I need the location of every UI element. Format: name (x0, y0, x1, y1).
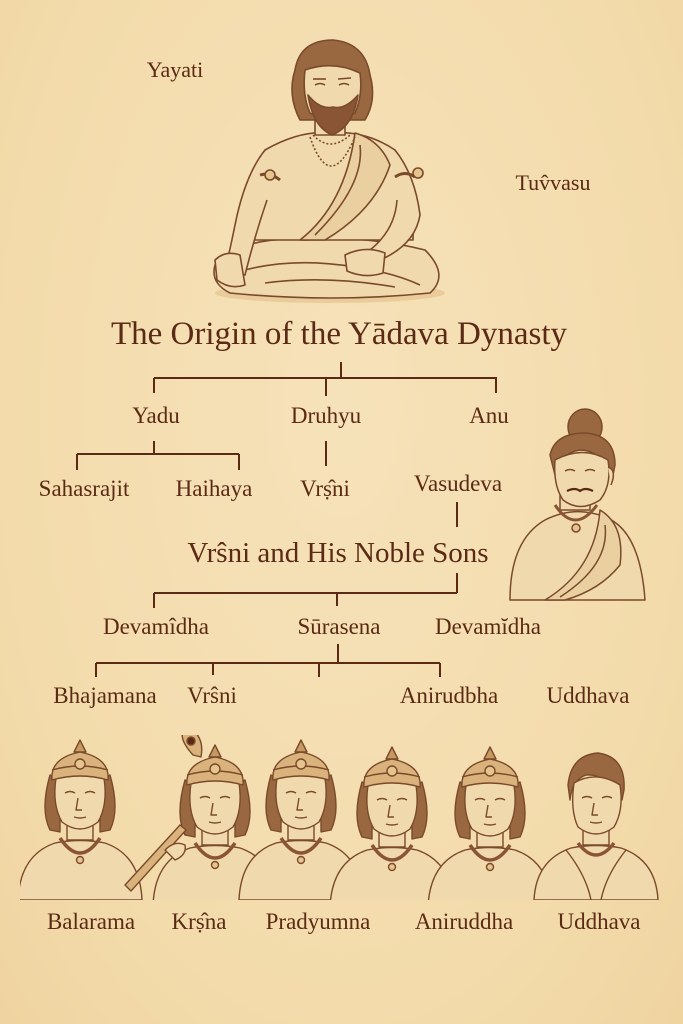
section-title: Vrŝni and His Noble Sons (187, 537, 489, 569)
portrait-label-krsna: Krṣ̂na (171, 909, 227, 934)
tuvvasu-label: Tuv̂vasu (515, 170, 591, 195)
portrait-label-pradyumna: Pradyumna (265, 909, 371, 934)
tree-node-anu: Anu (469, 403, 509, 428)
tree-node-vrsni-2: Vrŝni (187, 683, 237, 708)
yayati-label: Yayati (146, 57, 204, 82)
krishna-portrait (124, 735, 279, 900)
tree-node-devamidha-2: Devamĭdha (434, 614, 542, 639)
tree-node-vrsni: Vrṣ̂ni (300, 476, 350, 501)
tree-node-devamidha-1: Devamîdha (102, 614, 210, 639)
man-with-topknot-illustration (509, 408, 646, 601)
tree-node-sahasrajit: Sahasrajit (38, 476, 130, 501)
uddhava-portrait (533, 752, 659, 900)
portrait-label-aniruddha: Aniruddha (414, 909, 514, 934)
seated-bearded-king-illustration (213, 39, 445, 303)
balarama-portrait (20, 738, 144, 900)
portraits-row (20, 735, 659, 900)
crowned-youth-portrait (426, 745, 554, 900)
page-title: The Origin of the Yādava Dynasty (110, 316, 568, 352)
portrait-label-uddhava: Uddhava (557, 909, 641, 934)
tree-node-anirudbha: Anirudbha (399, 683, 499, 708)
tree-node-uddhava: Uddhava (546, 683, 630, 708)
tree-node-vasudeva: Vasudeva (413, 471, 503, 496)
portrait-label-balarama: Balarama (46, 909, 136, 934)
tree-node-surasena: Sūrasena (297, 614, 381, 639)
tree-node-yadu: Yadu (132, 403, 180, 428)
tree-node-bhajamana: Bhajamana (53, 683, 157, 708)
tree-node-druhyu: Druhyu (290, 403, 362, 428)
tree-node-haihaya: Haihaya (175, 476, 253, 501)
